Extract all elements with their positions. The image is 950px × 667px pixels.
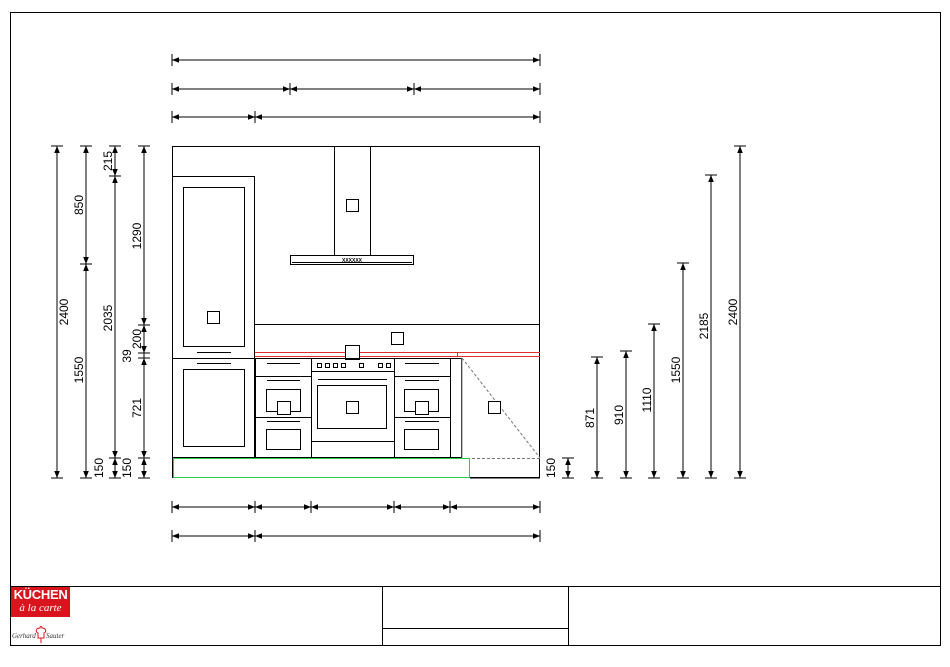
worktop-marker bbox=[346, 346, 360, 360]
title-block bbox=[10, 586, 941, 646]
tall-unit-marker bbox=[208, 312, 220, 324]
signature-left: Gerhard bbox=[12, 632, 36, 640]
kitchen-elevation: XXXXXX bbox=[172, 147, 540, 479]
dim-col3-150: 150 bbox=[92, 458, 106, 478]
dim-col4-1290: 1290 bbox=[130, 222, 144, 249]
logo-signature: Gerhard Sauter bbox=[12, 624, 68, 644]
bottom-dimension-lines bbox=[172, 501, 540, 542]
dim-col4-721: 721 bbox=[130, 398, 144, 418]
dim-right-2185: 2185 bbox=[697, 312, 711, 339]
worktop bbox=[255, 352, 540, 357]
dimension-labels: 2400 850 1550 215 2035 150 1290 200 39 7… bbox=[57, 151, 740, 478]
corner-marker bbox=[489, 402, 501, 414]
drawer-right-marker bbox=[416, 402, 429, 415]
dim-right-150: 150 bbox=[544, 458, 558, 478]
wall-outline bbox=[173, 147, 540, 478]
dim-col4-150: 150 bbox=[120, 458, 134, 478]
dim-col3-2035: 2035 bbox=[101, 304, 115, 331]
base-drawer-unit-right bbox=[395, 359, 451, 458]
dim-right-871: 871 bbox=[583, 408, 597, 428]
logo-text-script: à la carte bbox=[11, 601, 70, 615]
dim-left-2400: 2400 bbox=[57, 298, 71, 325]
wall-marker bbox=[392, 333, 404, 345]
drawer-left-marker bbox=[278, 402, 291, 415]
dim-col3-215: 215 bbox=[101, 151, 115, 171]
corner-unit bbox=[451, 358, 541, 459]
extractor-hood bbox=[291, 147, 414, 265]
brand-logo: KÜCHEN à la carte bbox=[11, 587, 70, 617]
tall-unit bbox=[173, 177, 255, 458]
cooker-marker bbox=[347, 402, 359, 414]
hood-marker bbox=[347, 200, 359, 212]
logo-text-top: KÜCHEN bbox=[11, 587, 70, 602]
hood-label: XXXXXX bbox=[342, 258, 363, 264]
top-dimension-lines bbox=[172, 54, 540, 123]
base-drawer-unit-left bbox=[256, 359, 312, 458]
signature-right: Sauter bbox=[46, 632, 64, 640]
dim-left-850: 850 bbox=[72, 195, 86, 215]
plinth-highlight bbox=[174, 459, 470, 478]
dim-right-1550: 1550 bbox=[669, 356, 683, 383]
dim-left-1550: 1550 bbox=[72, 356, 86, 383]
dim-col4-39: 39 bbox=[120, 349, 134, 363]
dim-right-1110: 1110 bbox=[640, 387, 654, 412]
dim-col4-200: 200 bbox=[130, 329, 144, 349]
page-frame bbox=[11, 13, 941, 646]
dim-right-910: 910 bbox=[612, 405, 626, 425]
dim-right-2400: 2400 bbox=[726, 298, 740, 325]
range-cooker bbox=[312, 359, 395, 458]
